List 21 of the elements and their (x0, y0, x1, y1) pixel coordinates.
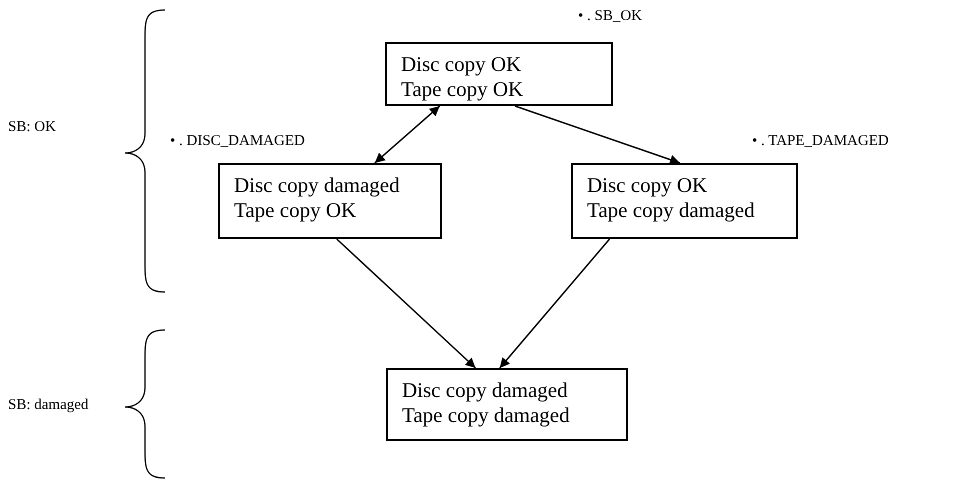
state-text: Tape copy OK (401, 77, 524, 102)
state-text: Disc copy OK (587, 173, 708, 198)
state-text: Tape copy damaged (587, 198, 756, 223)
arrow (336, 238, 476, 369)
state-text: Tape copy damaged (402, 403, 571, 428)
state-name-label: • . SB_OK (578, 8, 642, 25)
state-text: Tape copy OK (234, 198, 358, 223)
state-name-label: • . TAPE_DAMAGED (752, 133, 889, 150)
arrow (374, 105, 440, 164)
arrow (499, 238, 610, 368)
state-box (386, 368, 628, 441)
group-label: SB: OK (8, 119, 56, 136)
state-box (218, 163, 442, 239)
state-box (571, 163, 798, 239)
arrow (514, 105, 680, 164)
state-text: Disc copy OK (401, 52, 522, 77)
state-name-label: • . DISC_DAMAGED (170, 133, 305, 150)
group-label: SB: damaged (8, 397, 88, 414)
state-box (385, 42, 613, 106)
state-text: Disc copy damaged (402, 378, 569, 403)
state-text: Disc copy damaged (234, 173, 401, 198)
